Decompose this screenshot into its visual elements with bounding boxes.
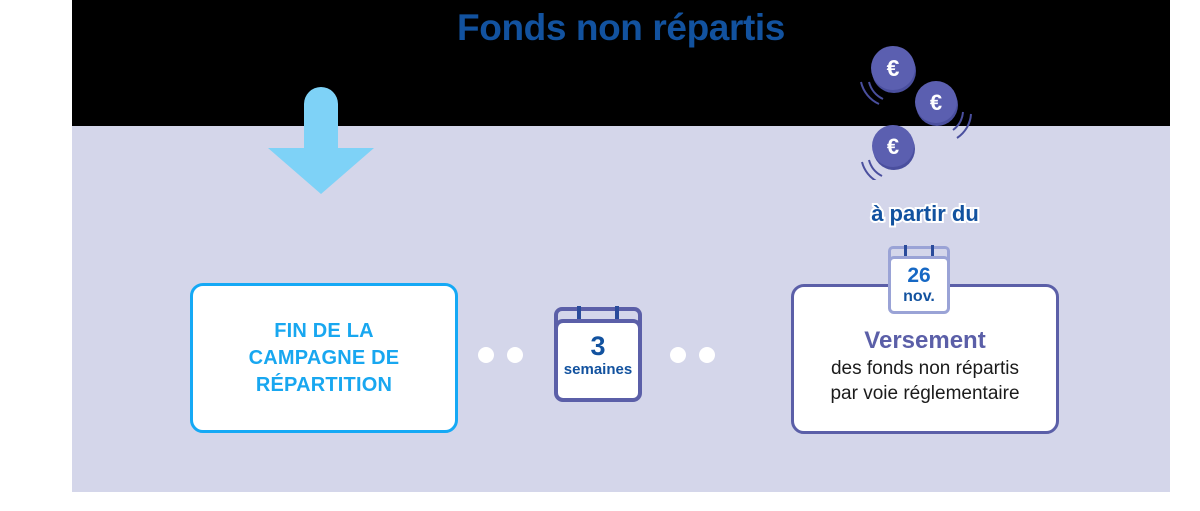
calendar-ring-icon	[615, 306, 619, 322]
calendar-ring-icon	[931, 245, 934, 257]
calendar-duration-icon: 3 semaines	[554, 306, 642, 402]
calendar-duration-top	[554, 307, 642, 333]
calendar-ring-icon	[904, 245, 907, 257]
card-versement-line-2: par voie réglementaire	[830, 383, 1020, 404]
calendar-date-body	[888, 256, 950, 314]
card-versement-title: Versement	[864, 327, 986, 354]
euro-coin-1: €	[860, 46, 916, 105]
calendar-date-top	[888, 246, 950, 266]
card-versement-line-1: des fonds non répartis	[830, 358, 1019, 379]
duration-number: 3	[590, 331, 606, 361]
duration-unit: semaines	[563, 361, 633, 378]
euro-coin-2: €	[915, 81, 972, 139]
calendar-ring-icon	[577, 306, 581, 322]
card-fin-campagne[interactable]: FIN DE LA CAMPAGNE DE RÉPARTITION	[190, 283, 458, 433]
card-line-2: CAMPAGNE DE	[248, 346, 400, 369]
card-fin-campagne-label: FIN DE LA CAMPAGNE DE RÉPARTITION	[249, 318, 400, 399]
calendar-duration-body	[554, 319, 642, 402]
page-title: Fonds non répartis	[457, 7, 785, 48]
calendar-month: nov.	[903, 288, 935, 305]
calendar-day: 26	[907, 264, 931, 287]
connector-dot	[699, 347, 715, 363]
connector-dot	[478, 347, 494, 363]
connector-dot	[670, 347, 686, 363]
svg-text:€: €	[887, 55, 900, 81]
date-prefix-label: à partir du	[869, 199, 981, 228]
top-band	[72, 0, 1170, 126]
euro-coin-3: €	[861, 125, 915, 183]
connector-dot	[507, 347, 523, 363]
connector-dots-right	[670, 347, 715, 363]
svg-text:€: €	[887, 134, 899, 159]
connector-dots-left	[478, 347, 523, 363]
card-line-1: FIN DE LA	[274, 319, 374, 342]
calendar-date-icon: 26 nov.	[888, 245, 950, 314]
card-line-3: RÉPARTITION	[255, 373, 393, 396]
svg-text:€: €	[930, 90, 942, 115]
down-arrow-icon	[262, 82, 380, 194]
euro-coins-group: € € €	[855, 40, 990, 183]
